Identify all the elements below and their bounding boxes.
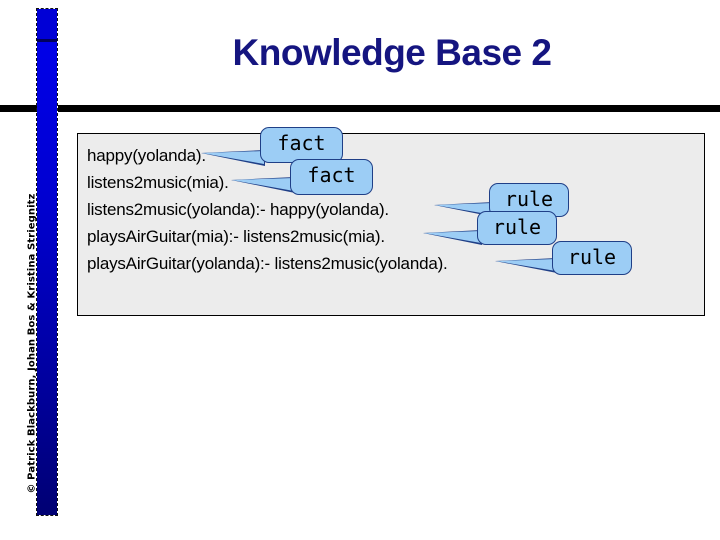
callout-tail — [496, 259, 556, 271]
accent-bar-top-segment — [37, 9, 57, 39]
callout-rule[interactable]: rule — [552, 241, 632, 275]
clause-row: playsAirGuitar(yolanda):- listens2music(… — [87, 254, 448, 273]
divider-rule-right — [58, 105, 720, 112]
knowledge-base-box: happy(yolanda). listens2music(mia). list… — [77, 133, 705, 316]
accent-bar-main-segment — [37, 42, 57, 515]
callout-fact[interactable]: fact — [260, 127, 343, 163]
callout-fact[interactable]: fact — [290, 159, 373, 195]
callout-tail — [202, 151, 264, 164]
credit-text: © Patrick Blackburn, Johan Bos & Kristin… — [26, 193, 38, 494]
clause-list: happy(yolanda). listens2music(mia). list… — [87, 142, 700, 277]
callout-tail — [435, 203, 493, 215]
accent-bar-separator — [37, 39, 57, 42]
callout-rule[interactable]: rule — [477, 211, 557, 245]
clause-row: playsAirGuitar(mia):- listens2music(mia)… — [87, 227, 385, 246]
clause-row: listens2music(mia). — [87, 173, 229, 192]
clause-row: happy(yolanda). — [87, 146, 206, 165]
divider-rule-left — [0, 105, 37, 112]
callout-tail — [232, 178, 294, 191]
clause-row: listens2music(yolanda):- happy(yolanda). — [87, 200, 389, 219]
callout-tail — [424, 231, 481, 243]
page-title: Knowledge Base 2 — [232, 32, 552, 73]
accent-bar-placeholder[interactable] — [36, 8, 58, 516]
